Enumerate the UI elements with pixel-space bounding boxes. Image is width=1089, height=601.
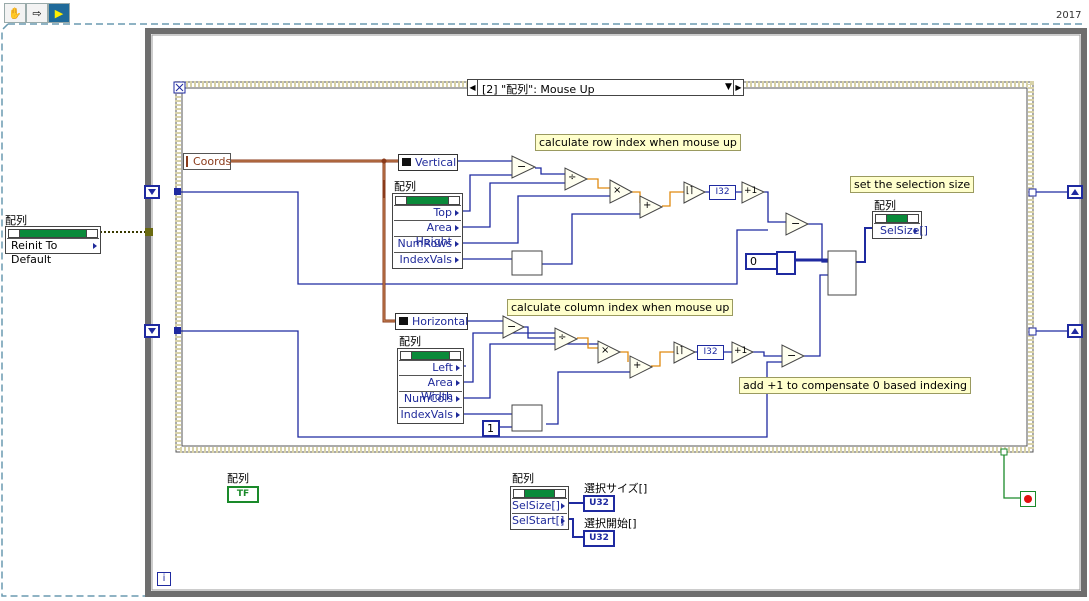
col-divide-node[interactable] bbox=[554, 327, 579, 351]
divide-node[interactable] bbox=[564, 167, 589, 191]
unbundle-horizontal[interactable]: Horizontal bbox=[395, 313, 468, 330]
output-selsize-label: 選択サイズ[] bbox=[584, 482, 648, 495]
divide-label: ÷ bbox=[568, 172, 577, 183]
note-selection: set the selection size bbox=[850, 176, 975, 193]
loop-node-label: 配列 bbox=[512, 472, 534, 485]
coords-terminal[interactable]: Coords bbox=[183, 153, 231, 170]
add-label: + bbox=[643, 200, 652, 211]
col-subtract-label-2: − bbox=[787, 349, 797, 362]
note-row: calculate row index when mouse up bbox=[535, 134, 741, 151]
boolean-terminal[interactable]: TF bbox=[227, 486, 259, 503]
hand-tool-icon: ✋ bbox=[8, 6, 22, 20]
stop-terminal[interactable] bbox=[1020, 491, 1036, 507]
round-node[interactable] bbox=[683, 181, 707, 204]
prop-selsize[interactable]: SelSize[] bbox=[874, 223, 928, 237]
add-node[interactable] bbox=[639, 195, 664, 219]
dropdown-icon[interactable]: ▼ bbox=[725, 82, 732, 92]
to-i32-node[interactable]: I32 bbox=[709, 185, 736, 200]
prop-indexvals[interactable]: IndexVals bbox=[394, 252, 461, 266]
subtract-node[interactable] bbox=[511, 155, 537, 179]
col-add-label: + bbox=[633, 360, 642, 371]
coords-label: Coords bbox=[193, 155, 232, 168]
zero-value: 0 bbox=[750, 255, 757, 268]
subtract-label-2: − bbox=[791, 217, 801, 230]
prop-loop-selstart[interactable]: SelStart[] bbox=[512, 513, 567, 527]
col-round-node[interactable] bbox=[673, 341, 697, 364]
prop-indexvals-col[interactable]: IndexVals bbox=[399, 407, 462, 421]
bool-label: 配列 bbox=[227, 472, 249, 485]
array-label: 配列 bbox=[5, 214, 27, 227]
selsize-node-label: 配列 bbox=[874, 199, 896, 212]
prev-case-icon[interactable]: ◀ bbox=[468, 80, 478, 95]
reinit-invoke-node[interactable]: Reinit To Default bbox=[5, 226, 101, 266]
prop-area-height[interactable]: Area Height bbox=[394, 220, 461, 248]
col-increment-label: +1 bbox=[734, 346, 748, 356]
reinit-method: Reinit To Default bbox=[7, 238, 99, 266]
col-subtract-label: − bbox=[507, 320, 517, 333]
note-col: calculate column index when mouse up bbox=[507, 299, 734, 316]
property-node-rows[interactable]: Top Area Height NumRows IndexVals bbox=[392, 193, 463, 269]
increment-node[interactable] bbox=[741, 181, 766, 204]
col-subtract-node-2[interactable] bbox=[781, 344, 806, 368]
col-multiply-node[interactable] bbox=[597, 340, 622, 364]
col-round-label: ⌊⌉ bbox=[676, 346, 684, 356]
one-constant[interactable]: 1 bbox=[482, 420, 500, 437]
prop-left[interactable]: Left bbox=[399, 360, 462, 374]
col-multiply-label: × bbox=[601, 345, 610, 356]
property-node-selsize[interactable]: SelSize[] bbox=[872, 211, 928, 239]
multiply-label: × bbox=[613, 185, 622, 196]
increment-label: +1 bbox=[744, 186, 758, 196]
prop-area-width[interactable]: Area Width bbox=[399, 375, 462, 403]
prop-numrows[interactable]: NumRows bbox=[394, 236, 461, 250]
subtract-label: − bbox=[517, 160, 527, 173]
top-node-label: 配列 bbox=[394, 180, 416, 193]
run-button[interactable]: ▶ bbox=[48, 3, 70, 23]
step-button[interactable]: ⇨ bbox=[26, 3, 48, 23]
output-selsize-indicator[interactable]: U32 bbox=[583, 495, 615, 512]
bottom-node-label: 配列 bbox=[399, 335, 421, 348]
col-add-node[interactable] bbox=[629, 355, 654, 379]
build-array-node bbox=[827, 250, 857, 296]
run-arrow-icon: ▶ bbox=[54, 6, 64, 20]
stop-icon bbox=[1024, 495, 1032, 503]
iteration-terminal[interactable]: i bbox=[157, 572, 171, 586]
multiply-node[interactable] bbox=[609, 179, 634, 204]
hand-tool-button[interactable]: ✋ bbox=[4, 3, 26, 23]
col-subtract-node[interactable] bbox=[502, 315, 526, 339]
note-compensate: add +1 to compensate 0 based indexing bbox=[739, 377, 972, 394]
event-case-label: [2] "配列": Mouse Up bbox=[482, 83, 595, 96]
col-divide-label: ÷ bbox=[558, 332, 567, 343]
unbundle-vertical[interactable]: Vertical bbox=[398, 154, 458, 171]
prop-numcols[interactable]: NumCols bbox=[399, 391, 462, 405]
col-to-i32-node[interactable]: I32 bbox=[697, 345, 724, 360]
array-constant[interactable] bbox=[776, 251, 796, 275]
next-case-icon[interactable]: ▶ bbox=[733, 80, 743, 95]
subtract-node-2[interactable] bbox=[785, 212, 810, 236]
prop-loop-selsize[interactable]: SelSize[] bbox=[512, 498, 567, 512]
version-label: 2017 bbox=[1056, 10, 1082, 21]
round-label: ⌊⌉ bbox=[686, 186, 694, 196]
output-selstart-indicator[interactable]: U32 bbox=[583, 530, 615, 547]
property-node-loop[interactable]: SelSize[] SelStart[] bbox=[510, 486, 569, 530]
output-selstart-label: 選択開始[] bbox=[584, 517, 637, 530]
prop-top[interactable]: Top bbox=[394, 205, 461, 219]
zero-constant[interactable]: 0 bbox=[745, 253, 779, 270]
property-node-cols[interactable]: Left Area Width NumCols IndexVals bbox=[397, 348, 464, 424]
event-case-selector[interactable]: ◀ [2] "配列": Mouse Up ▼ ▶ bbox=[467, 79, 744, 96]
arrow-step-icon: ⇨ bbox=[32, 6, 42, 20]
col-increment-node[interactable] bbox=[731, 341, 755, 364]
one-value: 1 bbox=[487, 422, 494, 435]
